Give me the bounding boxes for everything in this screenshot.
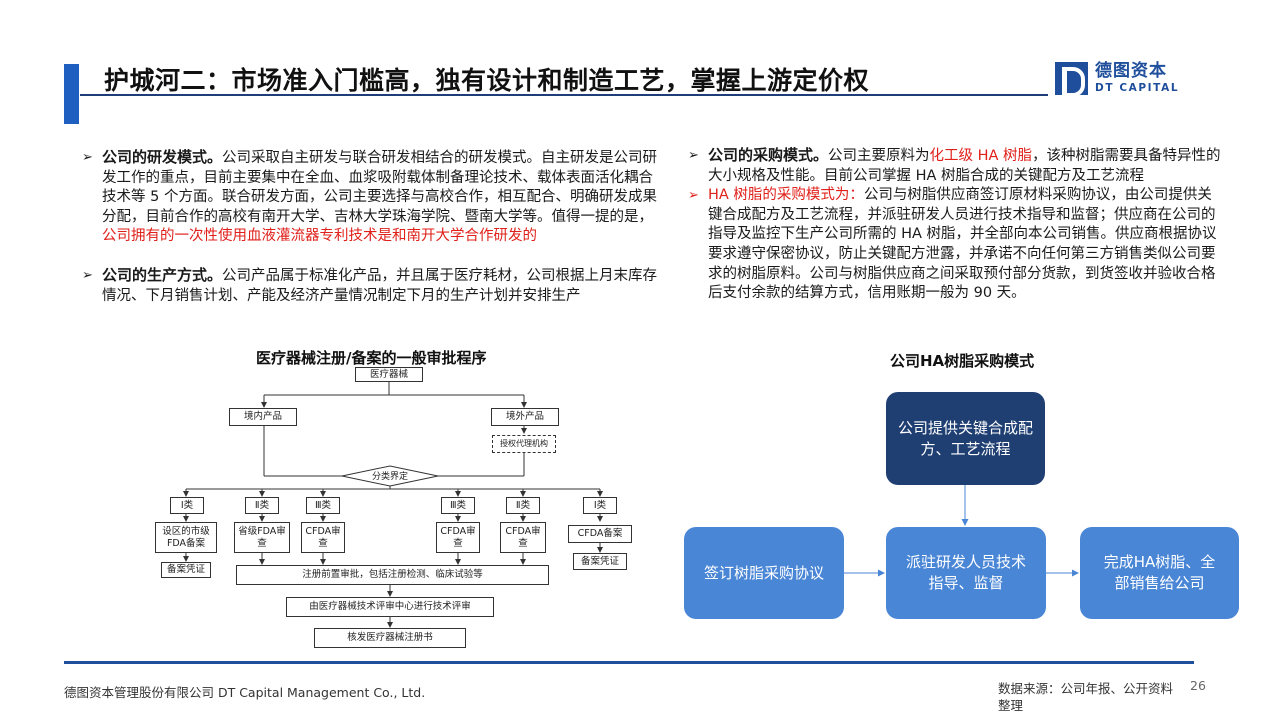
fc-node-agent: 授权代理机构 bbox=[492, 435, 556, 453]
fc-node-record-cert-left: 备案凭证 bbox=[161, 562, 211, 578]
ha-diagram-title: 公司HA树脂采购模式 bbox=[890, 352, 1035, 370]
red-arrow-bullet-icon: ➢ bbox=[688, 188, 699, 204]
production-mode-label: 公司的生产方式。 bbox=[102, 265, 223, 284]
fc-node-cfda-review-l: CFDA审查 bbox=[301, 522, 345, 553]
footer-rule bbox=[64, 661, 1194, 664]
fc-node-class3-left: Ⅲ类 bbox=[306, 497, 340, 514]
arrow-bullet-icon: ➢ bbox=[82, 150, 93, 165]
ha-purchase-bullet: ➢ HA 树脂的采购模式为：公司与树脂供应商签订原材料采购协议，由公司提供关键合… bbox=[686, 186, 1226, 304]
fc-node-classify: 分类界定 bbox=[371, 472, 408, 482]
production-mode-bullet: ➢ 公司的生产方式。公司产品属于标准化产品，并且属于医疗耗材，公司根据上月末库存… bbox=[80, 266, 665, 306]
ha-step-provide-formula: 公司提供关键合成配方、工艺流程 bbox=[886, 392, 1045, 485]
fc-node-class1-right: Ⅰ类 bbox=[583, 497, 617, 514]
logo-name-en: DT CAPITAL bbox=[1095, 81, 1180, 94]
rd-mode-label: 公司的研发模式。 bbox=[102, 148, 223, 166]
production-mode-text: 公司产品属于标准化产品，并且属于医疗耗材，公司根据上月末库存情况、下月销售计划、… bbox=[102, 267, 658, 304]
title-underline bbox=[80, 94, 1048, 96]
purchase-mode-bullet: ➢ 公司的采购模式。公司主要原料为化工级 HA 树脂，该种树脂需要具备特异性的大… bbox=[688, 146, 1221, 184]
rd-mode-bullet: ➢ 公司的研发模式。公司采取自主研发与联合研发相结合的研发模式。自主研发是公司研… bbox=[80, 148, 665, 247]
left-text-column: ➢ 公司的研发模式。公司采取自主研发与联合研发相结合的研发模式。自主研发是公司研… bbox=[80, 148, 665, 306]
fc-node-cfda-review-r3: CFDA审查 bbox=[436, 522, 480, 553]
ha-step-dispatch-staff: 派驻研发人员技术指导、监督 bbox=[886, 527, 1046, 619]
logo-name-cn: 德图资本 bbox=[1095, 61, 1167, 82]
fc-node-city-fda: 设区的市级FDA备案 bbox=[155, 522, 217, 553]
classify-diamond bbox=[341, 465, 439, 487]
fc-node-prov-fda: 省级FDA审查 bbox=[234, 522, 290, 553]
right-text-column: ➢ 公司的采购模式。公司主要原料为化工级 HA 树脂，该种树脂需要具备特异性的大… bbox=[686, 146, 1226, 304]
fc-node-class2-left: Ⅱ类 bbox=[245, 497, 279, 514]
company-logo: 德图资本 DT CAPITAL bbox=[1055, 61, 1180, 97]
fc-node-foreign: 境外产品 bbox=[491, 408, 559, 426]
footer-source: 数据来源：公司年报、公开资料整理 bbox=[998, 681, 1174, 713]
rd-mode-highlight: 公司拥有的一次性使用血液灌流器专利技术是和南开大学合作研发的 bbox=[102, 228, 537, 245]
title-accent-bar bbox=[64, 64, 79, 124]
fc-node-domestic: 境内产品 bbox=[229, 408, 297, 426]
page-title: 护城河二：市场准入门槛高，独有设计和制造工艺，掌握上游定价权 bbox=[104, 66, 870, 95]
purchase-mode-label: 公司的采购模式。 bbox=[708, 146, 829, 164]
fc-node-cfda-review-r2: CFDA审查 bbox=[500, 522, 546, 553]
footer-company: 德图资本管理股份有限公司 DT Capital Management Co., … bbox=[64, 685, 426, 700]
flowchart-title: 医疗器械注册/备案的一般审批程序 bbox=[256, 349, 487, 367]
ha-step-complete-sale: 完成HA树脂、全部销售给公司 bbox=[1080, 527, 1239, 619]
fc-node-root: 医疗器械 bbox=[355, 367, 423, 382]
ha-purchase-label: HA 树脂的采购模式为： bbox=[708, 187, 864, 204]
fc-node-class2-right: Ⅱ类 bbox=[506, 497, 540, 514]
dt-logo-icon bbox=[1055, 62, 1088, 97]
fc-node-pre-review: 注册前置审批，包括注册检测、临床试验等 bbox=[236, 565, 549, 585]
fc-node-issue-cert: 核发医疗器械注册书 bbox=[314, 628, 466, 648]
fc-node-cfda-record: CFDA备案 bbox=[568, 525, 632, 543]
fc-node-class1-left: Ⅰ类 bbox=[170, 497, 204, 514]
fc-node-class3-right: Ⅲ类 bbox=[441, 497, 475, 514]
arrow-bullet-icon: ➢ bbox=[82, 267, 93, 283]
fc-node-record-cert-right: 备案凭证 bbox=[573, 553, 627, 570]
arrow-bullet-icon: ➢ bbox=[688, 148, 699, 163]
purchase-mode-highlight: 化工级 HA 树脂 bbox=[929, 148, 1033, 164]
ha-step-sign-agreement: 签订树脂采购协议 bbox=[684, 527, 844, 619]
ha-purchase-text: 公司与树脂供应商签订原材料采购协议，由公司提供关键合成配方及工艺流程，并派驻研发… bbox=[708, 187, 1217, 302]
rd-mode-text: 公司采取自主研发与联合研发相结合的研发模式。自主研发是公司研发工作的重点，目前主… bbox=[102, 150, 658, 225]
fc-node-tech-review: 由医疗器械技术评审中心进行技术评审 bbox=[286, 597, 494, 617]
page-number: 26 bbox=[1190, 678, 1206, 693]
